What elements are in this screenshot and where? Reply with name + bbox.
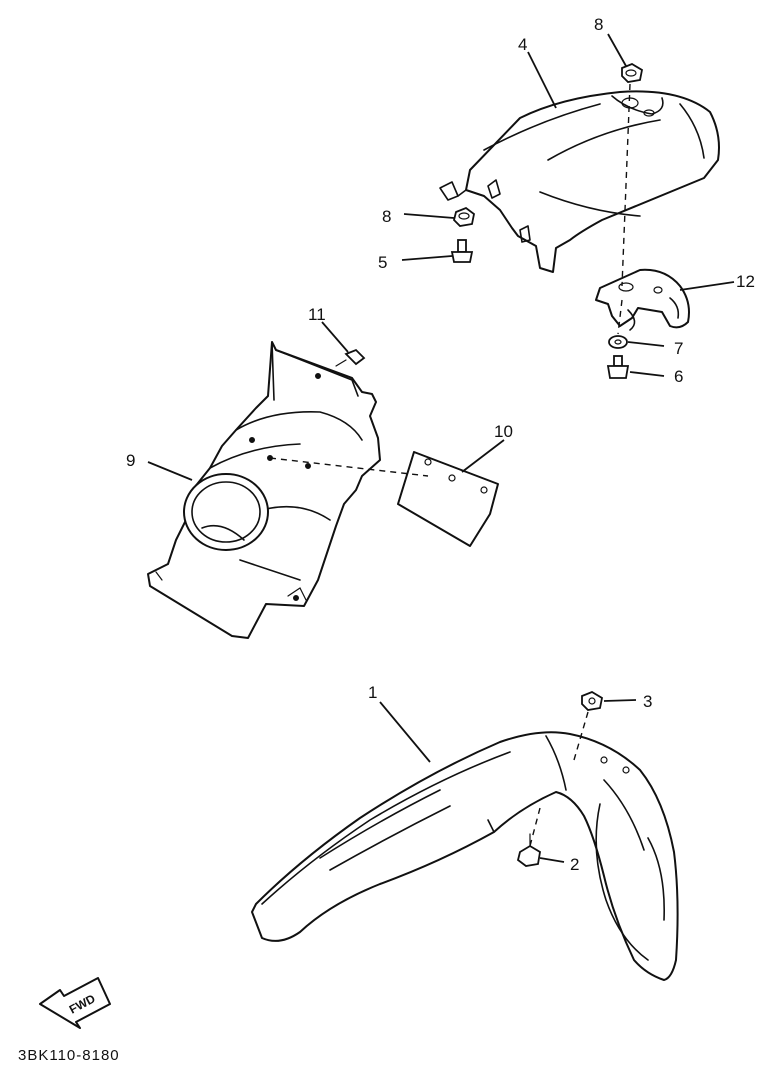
callout-2: 2: [570, 855, 579, 874]
part-9-headlight-cover: [147, 341, 381, 639]
callout-8-left: 8: [382, 207, 391, 226]
assembly-lines: [269, 83, 631, 847]
part-3-nut: [581, 690, 604, 711]
part-4-rear-cover: [439, 90, 720, 273]
part-10-plate: [397, 451, 499, 547]
callout-8-upper: 8: [594, 15, 603, 34]
callout-1: 1: [368, 683, 377, 702]
callout-11: 11: [308, 305, 326, 324]
catalog-code: 3BK110-8180: [18, 1047, 120, 1064]
part-2-bolt: [516, 833, 541, 867]
part-8-collar-upper: [621, 62, 644, 83]
callout-3: 3: [643, 692, 652, 711]
part-8-collar-left: [453, 206, 475, 227]
callout-5: 5: [378, 253, 387, 272]
callout-labels: 1 2 3 4 5 6 7 8 8 9 10 11 12: [126, 15, 755, 874]
part-12-bracket: [595, 268, 690, 331]
part-5-bolt: [450, 239, 474, 263]
part-1-front-fender: [251, 731, 679, 981]
part-11-screw: [335, 348, 366, 367]
callout-7: 7: [674, 339, 683, 358]
leader-lines: [147, 33, 735, 863]
fwd-direction-arrow: FWD: [39, 977, 111, 1029]
part-7-washer: [608, 335, 628, 349]
callout-10: 10: [494, 422, 513, 441]
callout-9: 9: [126, 451, 135, 470]
part-6-bolt: [606, 355, 630, 379]
callout-4: 4: [518, 35, 527, 54]
callout-6: 6: [674, 367, 683, 386]
callout-12: 12: [736, 272, 755, 291]
